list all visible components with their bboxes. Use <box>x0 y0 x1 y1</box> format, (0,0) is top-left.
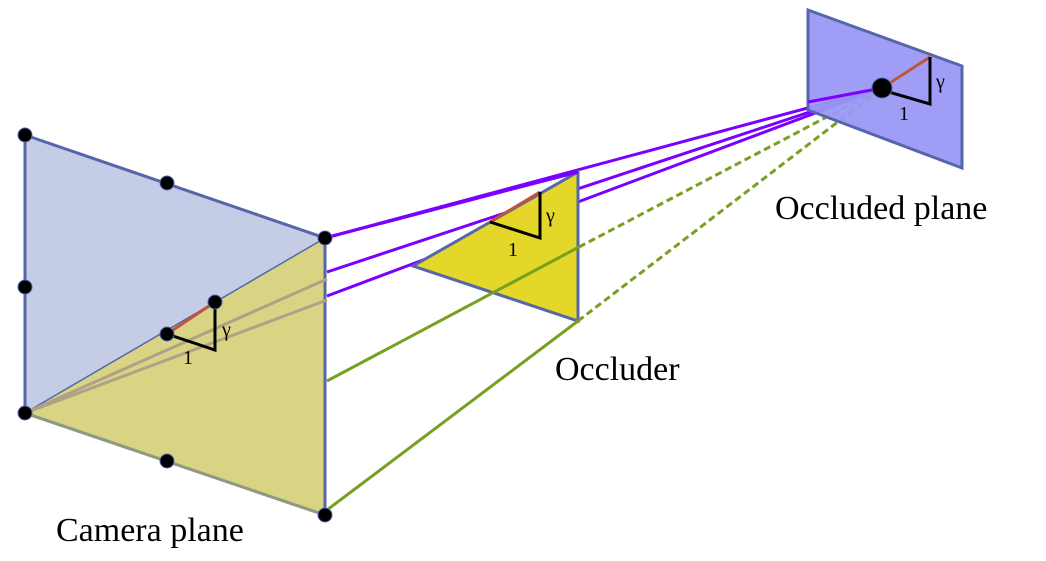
slope-run-label: 1 <box>183 347 193 369</box>
occluded-plane-label: Occluded plane <box>775 190 987 227</box>
visible-ray <box>807 86 883 104</box>
occluded-ray-solid <box>326 245 580 383</box>
sample-points <box>17 77 893 523</box>
occluded-ray-dashed <box>578 86 883 249</box>
camera-bottom-edge <box>24 411 326 517</box>
projection-line <box>24 277 328 415</box>
visible-ray <box>324 170 579 240</box>
slope-right-angle <box>489 192 542 241</box>
point-dot <box>159 453 175 469</box>
camera-plane-diagonal <box>24 237 326 414</box>
camera-plane <box>23 132 328 518</box>
camera-plane-shadow-triangle <box>25 238 325 515</box>
slope-rise-label: γ <box>221 319 231 341</box>
occluded-ray-solid <box>326 319 579 512</box>
point-dot <box>159 175 175 191</box>
slope-run-label: 1 <box>899 103 909 125</box>
point-dot <box>17 127 33 143</box>
occluded-rays <box>326 86 883 512</box>
point-dot <box>17 405 33 421</box>
occluder-label: Occluder <box>555 351 680 388</box>
occluded-ray-dashed <box>577 86 883 323</box>
slope-run-label: 1 <box>508 239 518 261</box>
occluded-point-dot <box>871 77 893 99</box>
slope-line <box>489 190 541 224</box>
slope-right-angle <box>881 57 932 106</box>
camera-plane-label: Camera plane <box>56 512 244 549</box>
slope-rise-label: γ <box>545 205 555 227</box>
slope-line <box>166 300 216 336</box>
point-dot <box>17 279 33 295</box>
slope-marker-occluder: γ 1 <box>489 190 555 261</box>
point-dot <box>317 230 333 246</box>
point-dot <box>159 326 175 342</box>
projection-line <box>24 298 328 415</box>
slope-rise-label: γ <box>935 71 945 93</box>
point-dot <box>207 294 223 310</box>
slope-right-angle <box>166 302 217 353</box>
visible-ray <box>326 86 883 274</box>
point-dot <box>317 507 333 523</box>
slope-marker-camera: γ 1 <box>166 300 231 369</box>
